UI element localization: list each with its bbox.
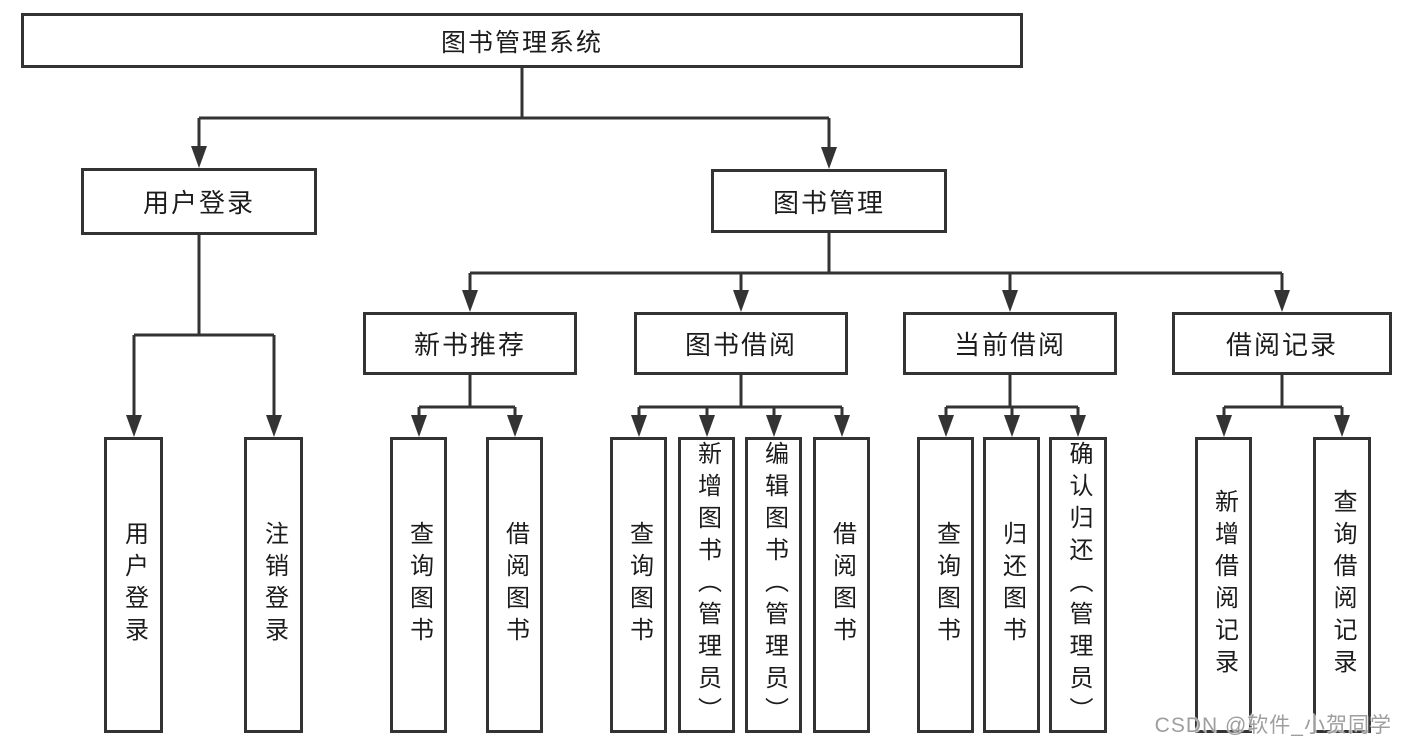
node-current-borrowing: 当前借阅 <box>903 312 1117 375</box>
node-root: 图书管理系统 <box>21 13 1023 68</box>
node-book-borrowing-label: 图书借阅 <box>684 330 797 360</box>
leaf-edit-book-admin: 编辑图书（管理员） <box>745 437 802 733</box>
node-book-management: 图书管理 <box>711 169 947 233</box>
leaf-confirm-return-admin-label: 确认归还（管理员） <box>1065 441 1092 729</box>
leaf-return-book-label: 归还图书 <box>998 521 1026 649</box>
leaf-add-book-admin: 新增图书（管理员） <box>678 437 735 733</box>
leaf-query-books-recommend: 查询图书 <box>390 437 447 733</box>
node-root-label: 图书管理系统 <box>440 28 603 57</box>
leaf-borrow-books-borrowing-label: 借阅图书 <box>828 521 856 649</box>
leaf-logout: 注销登录 <box>244 437 303 733</box>
leaf-add-book-admin-label: 新增图书（管理员） <box>693 441 721 729</box>
leaf-borrow-books-recommend: 借阅图书 <box>486 437 543 733</box>
leaf-logout-label: 注销登录 <box>260 521 288 649</box>
leaf-query-books-borrowing-label: 查询图书 <box>625 521 653 649</box>
node-new-book-recommend-label: 新书推荐 <box>413 330 526 360</box>
node-new-book-recommend: 新书推荐 <box>363 312 577 375</box>
node-borrowing-records: 借阅记录 <box>1172 312 1392 375</box>
node-book-management-label: 图书管理 <box>772 187 885 218</box>
arrowhead-icons <box>126 146 1350 437</box>
leaf-return-book: 归还图书 <box>983 437 1040 733</box>
leaf-add-borrow-record: 新增借阅记录 <box>1195 437 1252 733</box>
leaf-user-login-label: 用户登录 <box>120 521 148 649</box>
leaf-borrow-books-recommend-label: 借阅图书 <box>501 521 529 649</box>
node-user-login-label: 用户登录 <box>142 188 255 218</box>
leaf-borrow-books-borrowing: 借阅图书 <box>813 437 870 733</box>
node-book-borrowing: 图书借阅 <box>634 312 848 375</box>
connector-paths <box>132 68 1344 417</box>
leaf-edit-book-admin-label: 编辑图书（管理员） <box>760 441 788 729</box>
csdn-watermark: CSDN @软件_小贺同学 <box>1154 714 1392 737</box>
node-current-borrowing-label: 当前借阅 <box>953 330 1066 360</box>
leaf-query-books-recommend-label: 查询图书 <box>405 521 433 649</box>
leaf-query-borrow-record: 查询借阅记录 <box>1313 437 1371 733</box>
leaf-query-borrow-record-label: 查询借阅记录 <box>1329 489 1356 681</box>
leaf-query-books-borrowing: 查询图书 <box>610 437 667 733</box>
leaf-query-books-current-label: 查询图书 <box>932 521 960 649</box>
leaf-confirm-return-admin: 确认归还（管理员） <box>1049 437 1107 733</box>
leaf-query-books-current: 查询图书 <box>917 437 974 733</box>
node-borrowing-records-label: 借阅记录 <box>1225 330 1338 360</box>
leaf-add-borrow-record-label: 新增借阅记录 <box>1210 489 1238 681</box>
node-user-login: 用户登录 <box>81 168 317 235</box>
leaf-user-login: 用户登录 <box>104 437 163 733</box>
